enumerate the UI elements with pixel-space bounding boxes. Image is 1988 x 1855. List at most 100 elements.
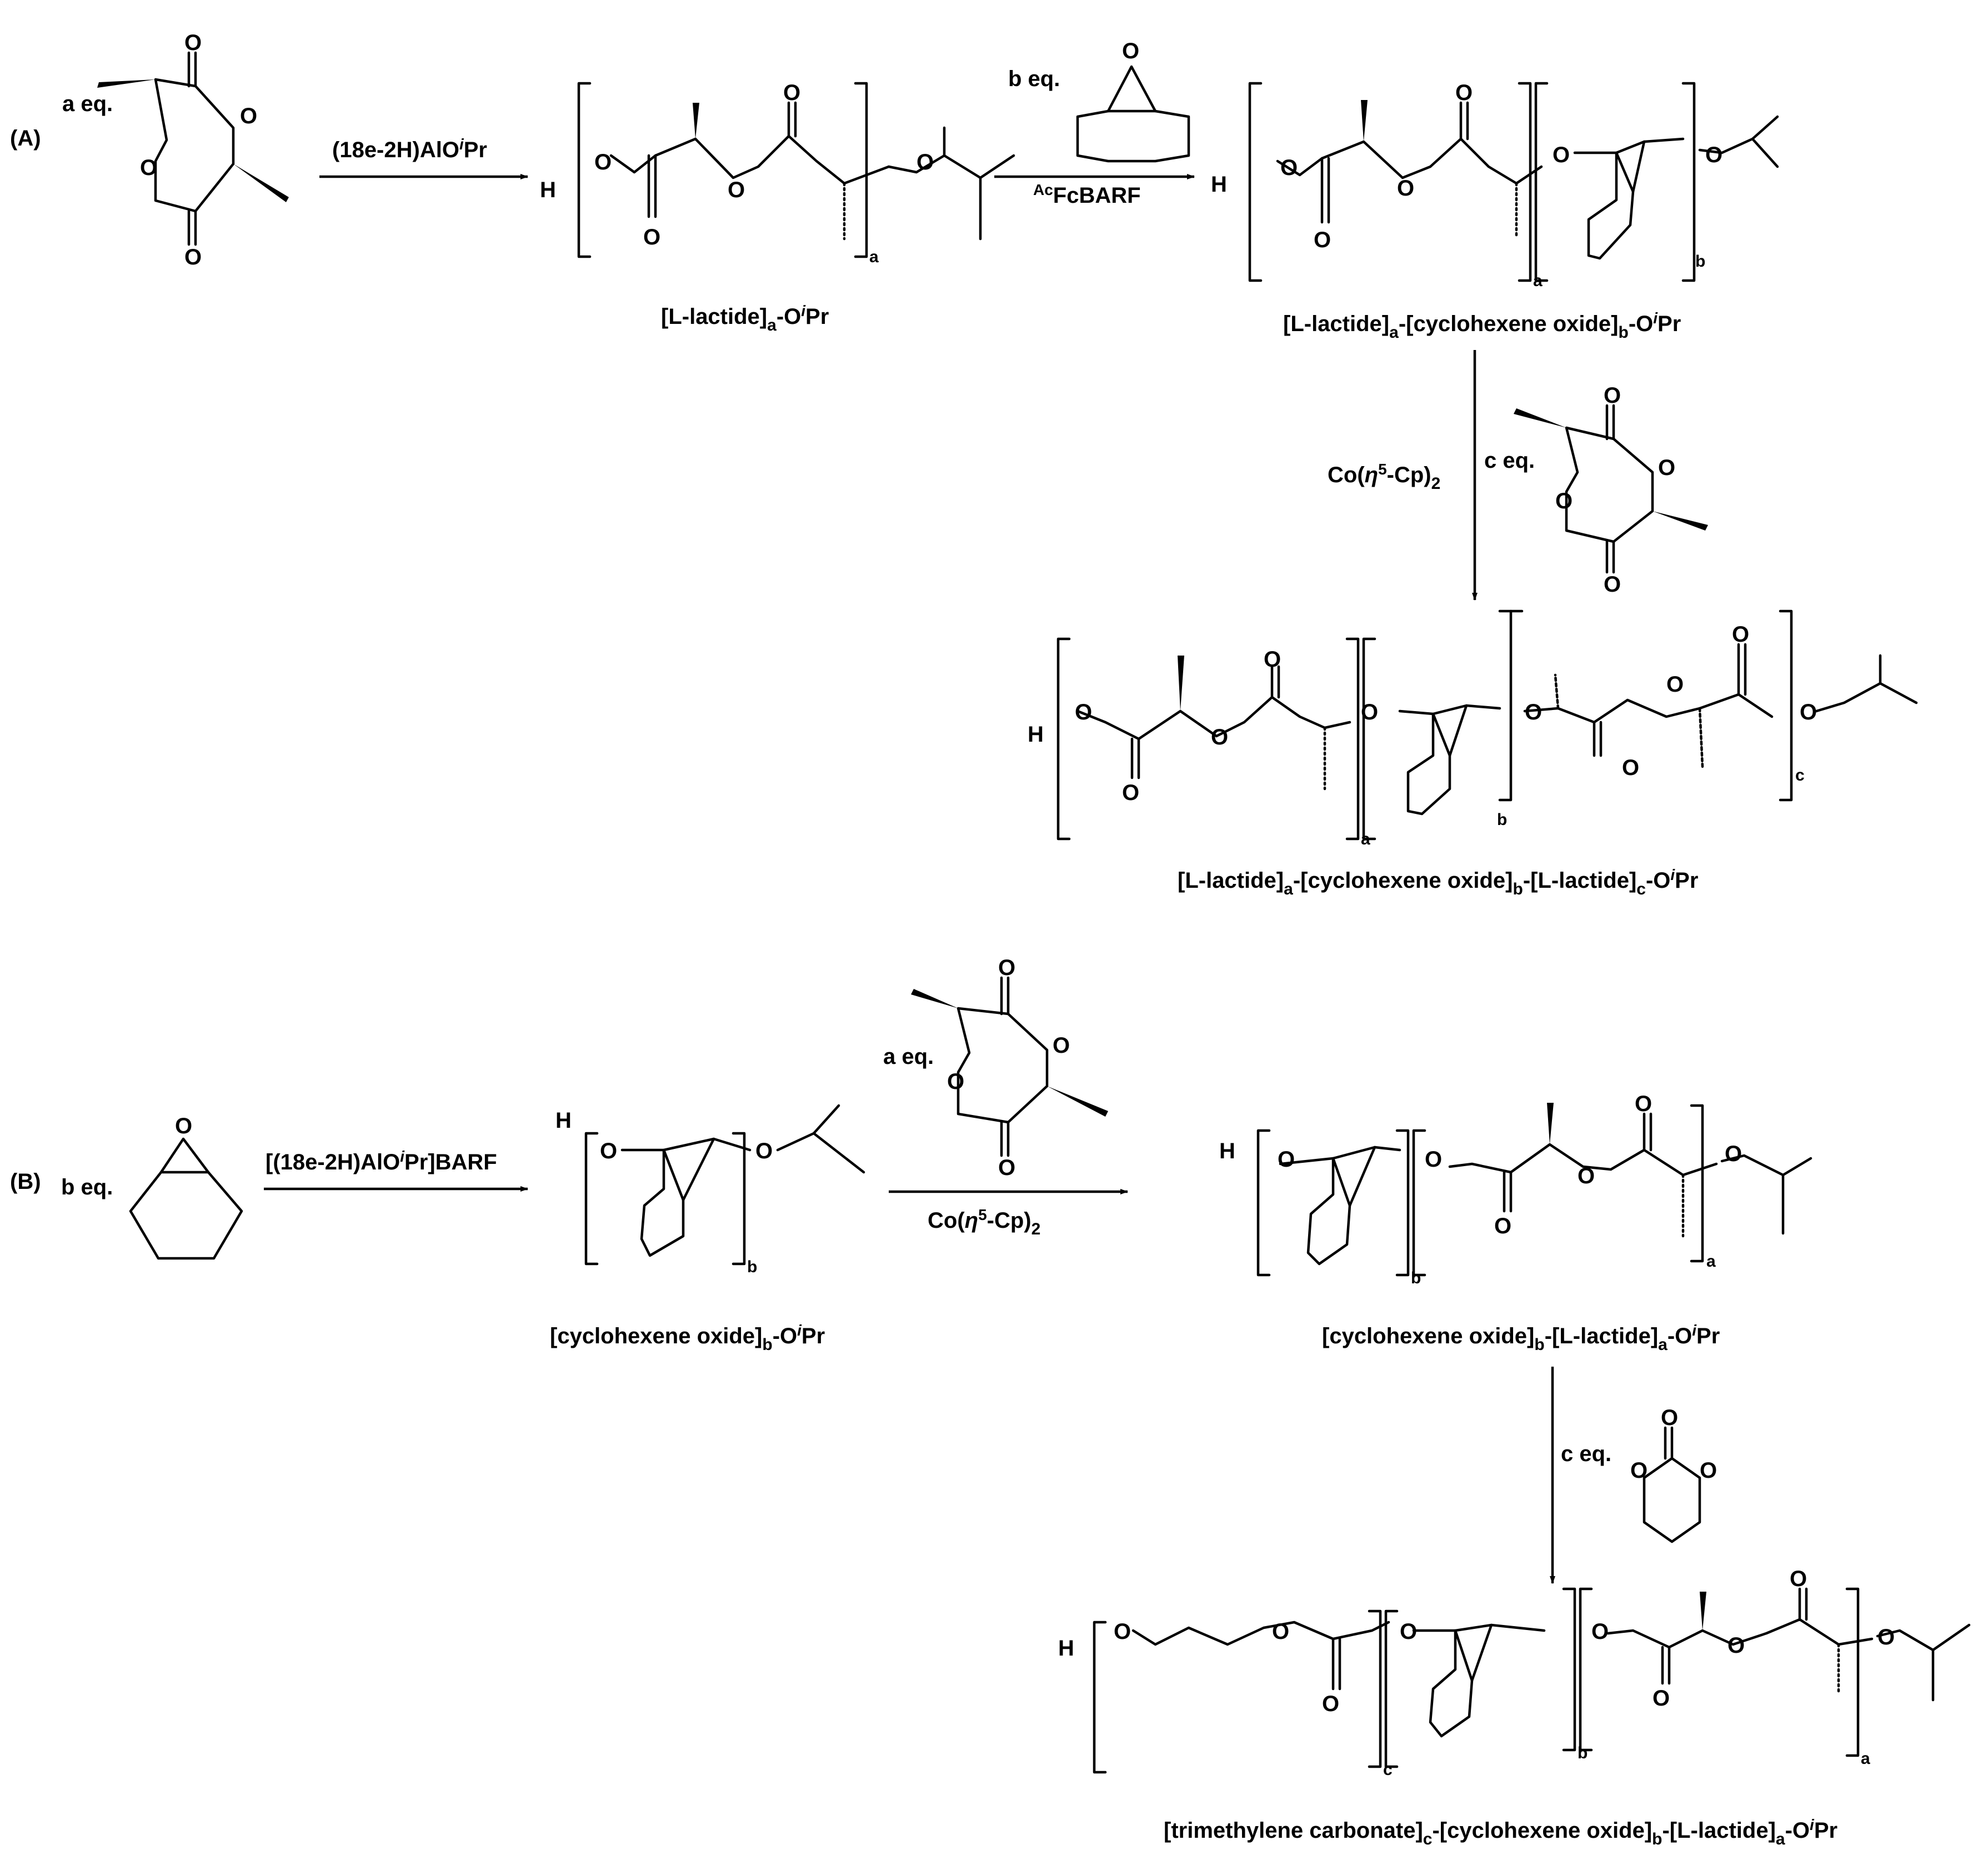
svg-text:O: O <box>1400 1619 1417 1644</box>
svg-text:O: O <box>1525 700 1542 724</box>
scheme-a-label: (A) <box>10 126 41 151</box>
reagent-b3-eq: c eq. <box>1561 1442 1611 1466</box>
reagent-a2-eq: b eq. <box>1008 67 1060 91</box>
svg-text:c: c <box>1795 766 1805 784</box>
svg-text:b: b <box>1695 252 1705 271</box>
svg-text:O: O <box>594 150 612 174</box>
scheme-a: (A) a eq. O O O O (18e-2H)AlOiPr H <box>10 31 1918 898</box>
product-a3-structure: H O O O <box>1028 609 1918 848</box>
svg-text:O: O <box>1661 1406 1678 1430</box>
scheme-a-lactide-eq: a eq. <box>62 92 113 116</box>
svg-text:O: O <box>1494 1214 1511 1238</box>
svg-text:O: O <box>917 150 934 174</box>
svg-text:O: O <box>184 31 202 55</box>
svg-text:b: b <box>1578 1744 1588 1762</box>
product-b2-structure: H O O O O O O b a <box>1219 1092 1812 1287</box>
svg-text:O: O <box>1653 1686 1670 1711</box>
scheme-b-cho-eq: b eq. <box>61 1175 113 1199</box>
svg-text:O: O <box>240 104 257 128</box>
svg-text:O: O <box>947 1069 964 1094</box>
svg-text:b: b <box>1497 811 1507 829</box>
svg-text:O: O <box>998 1156 1015 1180</box>
svg-text:O: O <box>1604 383 1621 408</box>
svg-text:a: a <box>1361 830 1370 848</box>
product-a2-name: [L-lactide]a-[cyclohexene oxide]b-OiPr <box>1283 309 1681 342</box>
svg-text:O: O <box>1635 1092 1652 1116</box>
svg-text:O: O <box>1278 1147 1295 1172</box>
svg-text:O: O <box>1591 1619 1609 1644</box>
svg-text:O: O <box>140 156 157 180</box>
svg-text:a: a <box>1861 1749 1870 1768</box>
svg-text:O: O <box>1705 143 1722 167</box>
svg-text:a: a <box>1533 272 1543 290</box>
svg-text:O: O <box>1122 781 1139 805</box>
svg-text:O: O <box>1732 622 1749 647</box>
svg-text:O: O <box>175 1114 192 1138</box>
svg-text:O: O <box>1314 228 1331 252</box>
svg-text:O: O <box>1727 1633 1745 1658</box>
scheme-b: (B) b eq. O [(18e-2H)AlOiPr]BARF H O O b… <box>10 956 1971 1848</box>
product-b3-name: [trimethylene carbonate]c-[cyclohexene o… <box>1164 1816 1837 1848</box>
lactide-monomer-b: O O O O <box>911 956 1108 1180</box>
svg-text:O: O <box>1211 725 1228 749</box>
trimethylene-carbonate: O O O <box>1630 1406 1717 1543</box>
svg-text:O: O <box>1122 39 1139 63</box>
svg-text:b: b <box>1411 1269 1421 1287</box>
svg-text:O: O <box>184 245 202 269</box>
svg-text:H: H <box>1028 722 1044 747</box>
product-b1-structure: H O O b <box>555 1104 865 1276</box>
svg-text:O: O <box>1075 700 1092 724</box>
product-b3-structure: H O O O O O O <box>1058 1567 1971 1779</box>
svg-text:O: O <box>998 956 1015 980</box>
svg-text:H: H <box>555 1108 572 1133</box>
svg-text:O: O <box>1800 700 1817 724</box>
svg-text:O: O <box>1630 1458 1648 1483</box>
svg-text:O: O <box>1397 176 1414 201</box>
reagent-a2: AcFcBARF <box>1033 181 1141 208</box>
svg-text:H: H <box>540 178 556 202</box>
lactide-monomer-a3: O O O O <box>1514 383 1708 597</box>
svg-text:O: O <box>1264 647 1281 672</box>
reagent-b2-eq: a eq. <box>883 1044 934 1069</box>
svg-text:H: H <box>1211 172 1227 197</box>
svg-text:O: O <box>1700 1458 1717 1483</box>
svg-text:O: O <box>1280 156 1298 180</box>
product-b1-name: [cyclohexene oxide]b-OiPr <box>550 1322 825 1354</box>
reagent-b2: Co(η5-Cp)2 <box>928 1206 1040 1238</box>
svg-text:O: O <box>1053 1033 1070 1058</box>
svg-text:O: O <box>1272 1619 1289 1644</box>
product-a1-structure: H O O O O O a <box>540 81 1015 266</box>
svg-text:O: O <box>1622 756 1639 780</box>
svg-text:O: O <box>1877 1625 1895 1649</box>
svg-text:O: O <box>1425 1147 1442 1172</box>
svg-text:O: O <box>1555 489 1573 513</box>
svg-text:O: O <box>1455 81 1473 105</box>
svg-text:c: c <box>1383 1761 1393 1779</box>
svg-text:O: O <box>755 1139 773 1163</box>
svg-text:O: O <box>1604 572 1621 597</box>
reagent-b1: [(18e-2H)AlOiPr]BARF <box>266 1148 497 1174</box>
svg-text:O: O <box>1658 456 1675 480</box>
svg-text:O: O <box>783 81 800 105</box>
svg-text:O: O <box>1322 1692 1339 1716</box>
product-a2-structure: H O O O O O O a b <box>1211 81 1779 290</box>
cyclohexene-oxide-a: O <box>1076 39 1190 163</box>
svg-text:O: O <box>1361 700 1378 724</box>
reagent-a1: (18e-2H)AlOiPr <box>332 136 487 162</box>
svg-text:O: O <box>1578 1164 1595 1188</box>
reagent-a3-eq: c eq. <box>1484 448 1535 473</box>
svg-text:b: b <box>747 1258 757 1276</box>
svg-text:H: H <box>1219 1139 1235 1163</box>
svg-text:a: a <box>869 248 879 266</box>
reagent-a3: Co(η5-Cp)2 <box>1328 461 1440 493</box>
svg-text:O: O <box>728 178 745 202</box>
svg-text:O: O <box>1114 1619 1131 1644</box>
svg-text:a: a <box>1706 1252 1716 1271</box>
svg-text:O: O <box>1725 1142 1742 1166</box>
product-a1-name: [L-lactide]a-OiPr <box>661 302 829 334</box>
svg-text:O: O <box>643 225 660 249</box>
svg-text:H: H <box>1058 1636 1074 1661</box>
scheme-b-label: (B) <box>10 1169 41 1194</box>
svg-text:O: O <box>1666 672 1684 697</box>
